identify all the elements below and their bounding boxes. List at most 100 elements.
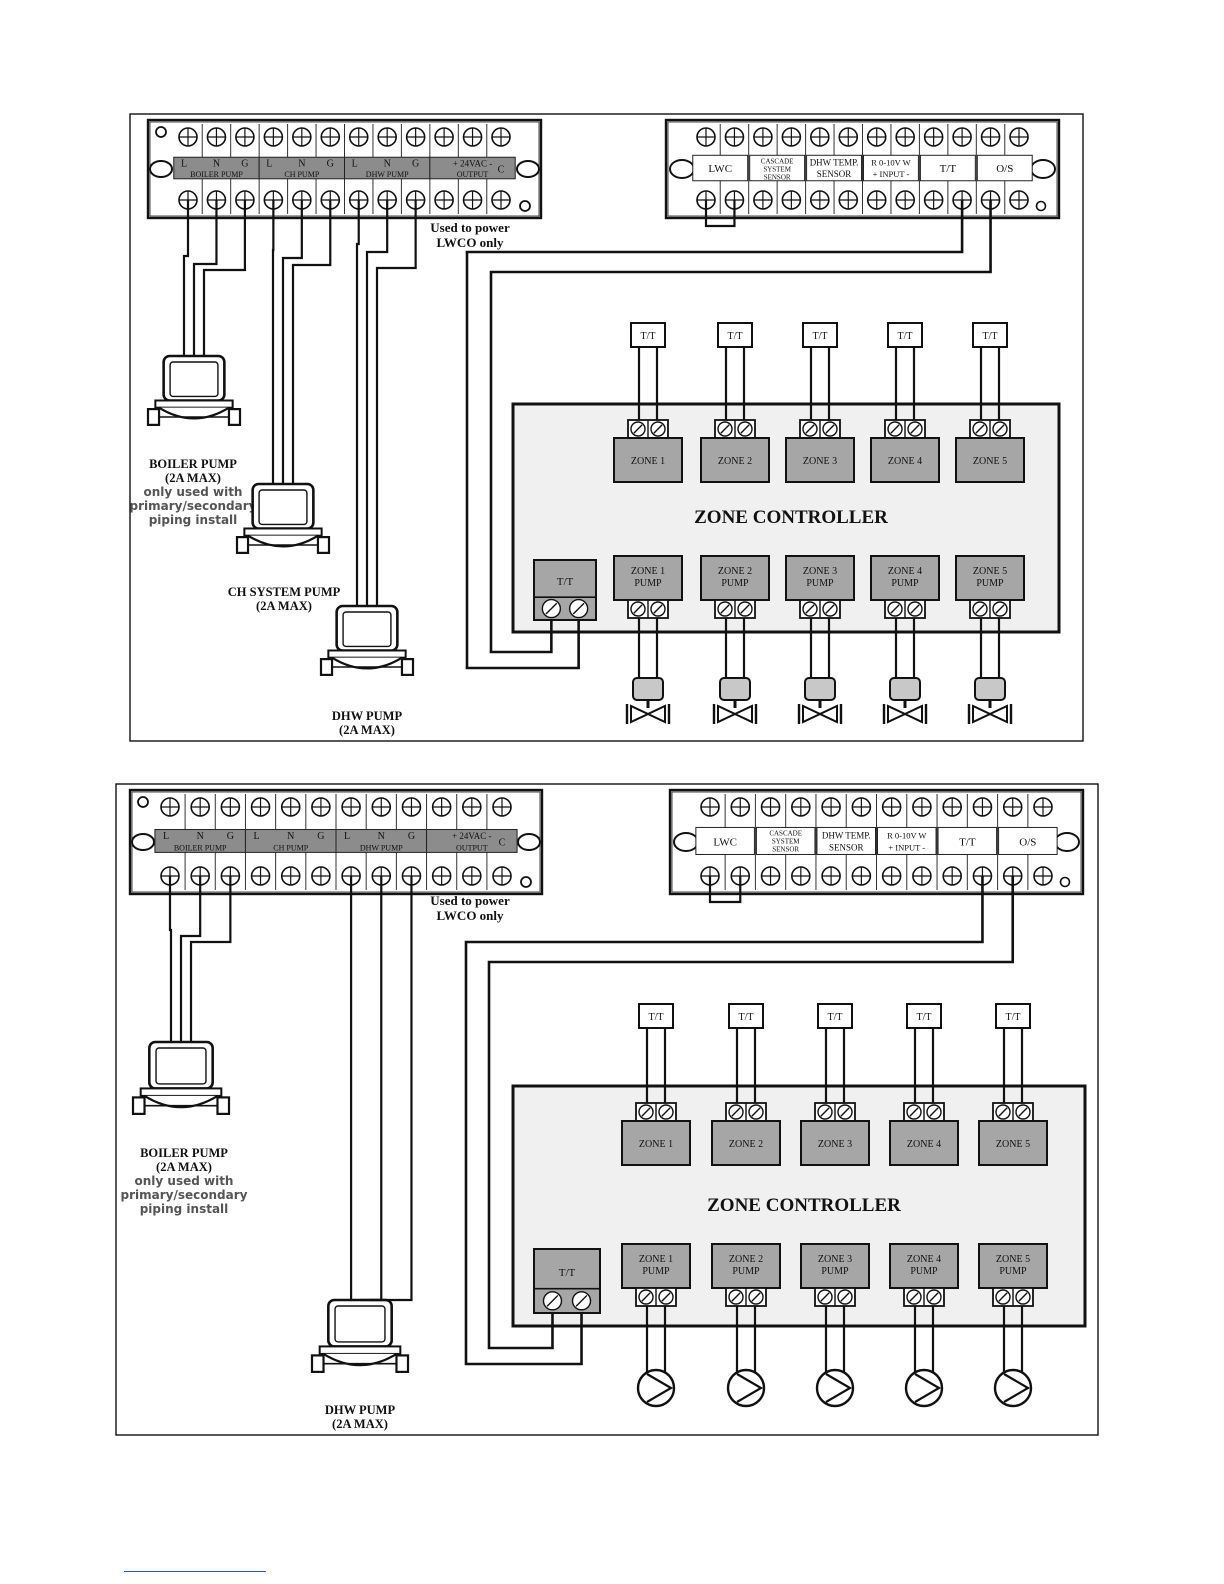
terminal-block: [969, 599, 1011, 619]
terminal-screw: [791, 797, 811, 817]
zone-thermostat-label: T/T: [739, 1012, 754, 1023]
terminal-screw: [972, 797, 993, 817]
screw-slot: [910, 424, 920, 434]
terminal-screw: [263, 127, 284, 147]
zone-label: ZONE 2: [729, 1139, 763, 1150]
valve-body: [887, 704, 908, 724]
terminal-screw: [1002, 797, 1023, 817]
terminal-letter: N: [298, 158, 305, 169]
zone-thermostat-box: [972, 322, 1008, 348]
terminal-screw: [802, 601, 818, 617]
terminal-group-label-box: [919, 154, 976, 182]
terminal-screw: [791, 866, 811, 886]
terminal-screw: [748, 1289, 764, 1305]
pump-wire: [202, 200, 247, 356]
terminal-top-label: + 24VAC -: [453, 158, 492, 168]
terminal-group-name: CASCADE: [761, 157, 794, 165]
strip-end-tab: [673, 832, 699, 852]
terminal-block: [814, 1102, 856, 1122]
zone-pump-box: [711, 1243, 781, 1289]
zone-box: [955, 437, 1025, 483]
terminal-screw: [190, 797, 210, 817]
pump-wire: [182, 200, 190, 356]
terminal-common-label: C: [499, 838, 506, 849]
terminal-screw: [206, 127, 227, 147]
zone-thermostat-label: T/T: [641, 331, 656, 342]
zone-thermostat-label: T/T: [728, 331, 743, 342]
terminal-group-name: T/T: [959, 836, 976, 848]
terminal-letter: G: [412, 158, 419, 169]
terminal-screw: [462, 190, 483, 210]
zone-pump-label: ZONE 2: [729, 1254, 763, 1265]
strip-mount-hole: [1059, 876, 1071, 888]
terminal-block: [635, 1287, 677, 1307]
zone-box: [711, 1120, 781, 1166]
pump-symbol-circle: [904, 1368, 944, 1408]
pump-wire: [189, 876, 232, 1042]
screw-slot: [975, 424, 985, 434]
pump-wire: [375, 200, 417, 606]
terminal-input-bottom: + INPUT -: [873, 169, 910, 179]
zone-pump-label: ZONE 4: [888, 566, 922, 577]
pump-volute: [158, 406, 230, 420]
output-note-line-1: Used to power: [430, 893, 510, 908]
screw-slot: [929, 1292, 939, 1302]
terminal-screw: [638, 1289, 654, 1305]
pump-flange: [310, 1354, 325, 1373]
screw-slot: [825, 604, 835, 614]
pump-flange: [216, 1096, 231, 1115]
zone-pump-label: ZONE 4: [907, 1254, 941, 1265]
terminal-screw: [542, 1291, 563, 1311]
screw-slot: [890, 424, 900, 434]
screw-slot: [805, 424, 815, 434]
terminal-block: [969, 419, 1011, 439]
zone-valve-icon: [882, 677, 928, 724]
terminal-group-name: CH PUMP: [273, 844, 308, 853]
terminal-screw: [220, 797, 241, 817]
terminal-screw: [1015, 1104, 1031, 1120]
pump-label: (2A MAX): [339, 723, 395, 737]
zone-label: ZONE 1: [639, 1139, 673, 1150]
terminal-group-name: CASCADE: [769, 829, 802, 837]
valve-actuator: [719, 677, 751, 701]
pump-flange: [400, 658, 415, 676]
terminal-screw: [650, 421, 666, 437]
pump-flange: [227, 408, 242, 426]
terminal-screw: [781, 190, 802, 210]
screw-slot: [572, 602, 585, 615]
screw-slot: [751, 1292, 761, 1302]
terminal-screw: [995, 1104, 1011, 1120]
screw-slot: [840, 1292, 850, 1302]
screw-slot: [995, 604, 1005, 614]
zone-pump-box: [621, 1243, 691, 1289]
thermostat-link-wire: [489, 200, 992, 654]
terminal-letter: N: [287, 831, 294, 842]
pump-wire: [168, 876, 173, 1042]
terminal-screw: [462, 127, 483, 147]
screw-slot: [805, 604, 815, 614]
terminal-screw: [717, 421, 733, 437]
terminal-screw: [724, 127, 745, 147]
pump-note: piping install: [149, 513, 238, 527]
zone-box: [700, 437, 770, 483]
zone-valve-icon: [797, 677, 843, 724]
terminal-screw: [838, 190, 859, 210]
zone-pump-icon: [636, 1368, 676, 1408]
zone-pump-label: ZONE 5: [973, 566, 1007, 577]
zone-box: [889, 1120, 959, 1166]
terminal-block: [635, 1102, 677, 1122]
terminal-group-name: O/S: [1019, 836, 1036, 848]
pump-note: primary/secondary: [121, 1188, 248, 1202]
pump-symbol-arrow: [1003, 1373, 1031, 1403]
terminal-group-name: SYSTEM: [772, 837, 800, 845]
pump-motor-face: [169, 361, 219, 398]
terminal-group-band: [426, 829, 518, 853]
screw-slot: [910, 604, 920, 614]
screw-slot: [633, 604, 643, 614]
screw-slot: [731, 1107, 741, 1117]
terminal-screw: [926, 1104, 942, 1120]
terminal-group-label-box: [877, 826, 937, 855]
zone-pump-label: PUMP: [806, 578, 834, 589]
zone-pump-box: [870, 555, 940, 601]
valve-body: [802, 704, 823, 724]
